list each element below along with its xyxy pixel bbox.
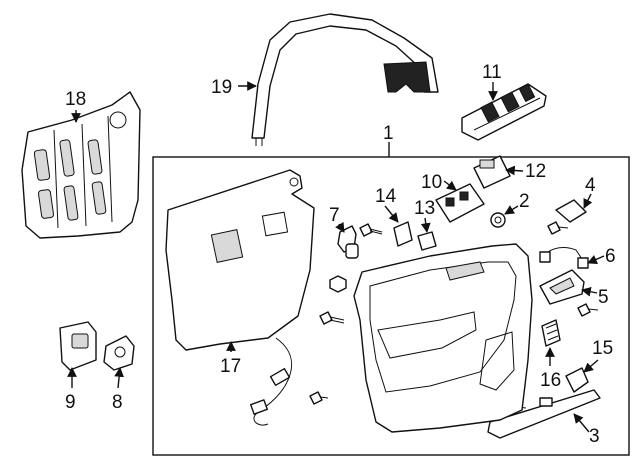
callout-7: 7	[329, 205, 340, 226]
part-2-drawing	[490, 212, 506, 228]
part-19-drawing	[251, 13, 439, 146]
screw-c	[547, 221, 569, 235]
screw-d	[577, 303, 599, 317]
callout-16: 16	[540, 370, 561, 391]
callout-19: 19	[211, 77, 232, 98]
part-4-drawing	[555, 199, 587, 223]
leader-lines	[67, 81, 605, 433]
callout-15: 15	[592, 338, 613, 359]
part-7-drawing	[337, 225, 359, 259]
screws-group	[309, 212, 599, 415]
callout-13: 13	[414, 198, 435, 219]
callout-14: 14	[375, 186, 397, 207]
part-16-drawing	[541, 319, 561, 347]
callout-6: 6	[605, 246, 616, 267]
part-15-drawing	[565, 367, 589, 393]
door-trim-panel-drawing	[353, 243, 533, 433]
callout-17: 17	[220, 356, 241, 377]
callout-5: 5	[598, 287, 609, 308]
callout-1: 1	[383, 123, 394, 144]
callout-4: 4	[585, 175, 596, 196]
screw-f	[309, 391, 329, 405]
nut-a	[329, 275, 347, 293]
wire-harness-drawing	[250, 337, 292, 426]
part-13-drawing	[417, 231, 437, 251]
callout-8: 8	[112, 392, 123, 413]
part-10-drawing	[435, 183, 485, 223]
assembly-frame	[152, 156, 630, 456]
part-12-drawing	[473, 155, 511, 189]
callout-11: 11	[482, 62, 502, 83]
callout-10: 10	[421, 172, 442, 193]
callout-3: 3	[589, 426, 600, 447]
callout-18: 18	[65, 89, 86, 110]
screw-a	[359, 223, 383, 237]
part-17-drawing	[165, 169, 315, 351]
part-9-drawing	[59, 321, 97, 371]
part-8-drawing	[103, 335, 135, 371]
callout-9: 9	[65, 392, 76, 413]
part-14-drawing	[393, 221, 413, 247]
part-5-drawing	[539, 269, 585, 305]
callout-2: 2	[519, 191, 530, 212]
screw-b	[319, 311, 345, 325]
callout-12: 12	[525, 161, 546, 182]
part-11-drawing	[461, 83, 547, 141]
part-6-drawing	[539, 247, 589, 269]
part-3-drawing	[487, 389, 601, 439]
part-18-drawing	[21, 91, 141, 239]
